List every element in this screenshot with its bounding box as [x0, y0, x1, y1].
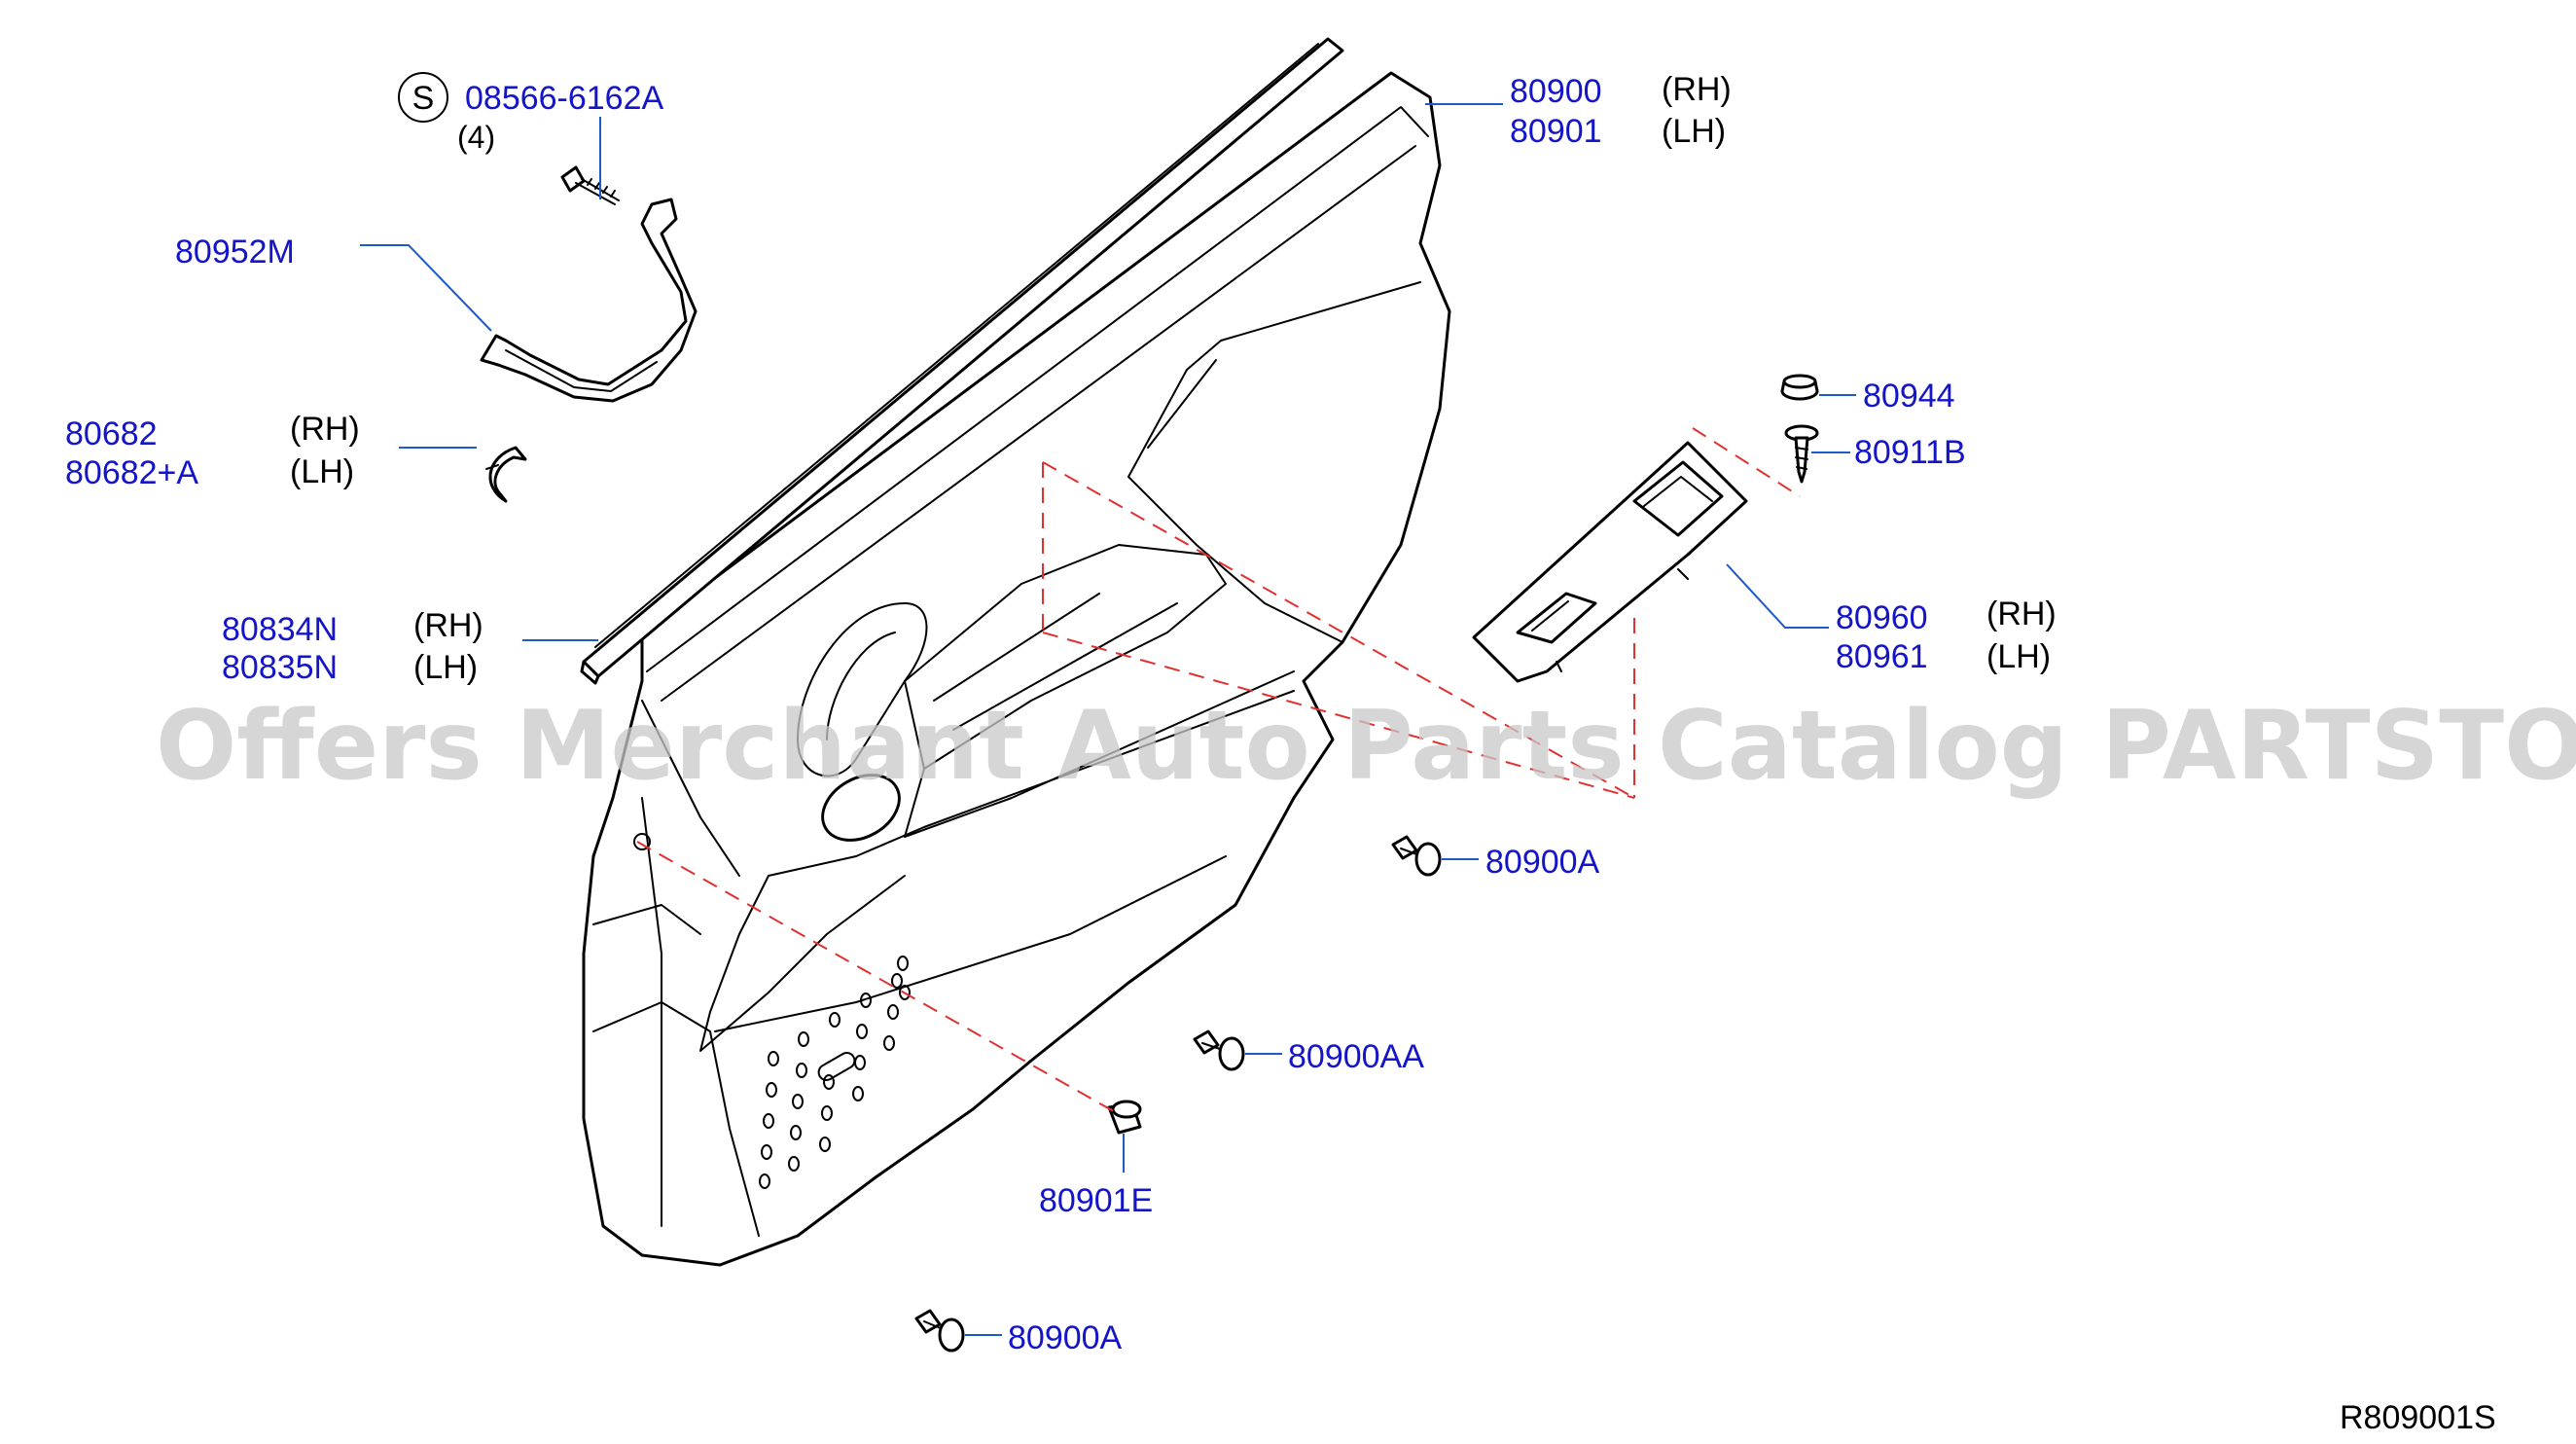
armrest-rh-side: (RH) [1986, 596, 2057, 632]
leader-lines [360, 103, 1856, 1336]
screw-08566[interactable] [560, 165, 620, 205]
pull-handle-bracket[interactable] [480, 198, 698, 403]
clip-80900a-upper[interactable] [1391, 835, 1442, 877]
speaker-grille [759, 956, 911, 1189]
callout-80900aa[interactable]: 80900AA [1288, 1038, 1424, 1075]
callout-80900a-upper[interactable]: 80900A [1485, 844, 1600, 881]
callout-80900[interactable]: 80900 [1510, 73, 1602, 110]
callout-80961[interactable]: 80961 [1836, 638, 1928, 675]
callout-80960[interactable]: 80960 [1836, 599, 1928, 636]
screw-symbol: S [398, 72, 448, 123]
retainer-clip-80682[interactable] [485, 446, 527, 503]
callout-80682-a[interactable]: 80682+A [65, 454, 198, 491]
callout-80901e[interactable]: 80901E [1039, 1182, 1153, 1219]
alignment-guides [636, 427, 1801, 1115]
finisher-lh-side: (LH) [1662, 113, 1726, 150]
callout-08566-6162a[interactable]: 08566-6162A [465, 80, 664, 117]
clip-80900aa[interactable] [1193, 1029, 1245, 1071]
armrest-lh-side: (LH) [1986, 638, 2051, 675]
callout-80835n[interactable]: 80835N [222, 649, 338, 686]
cap-80944[interactable] [1780, 374, 1819, 401]
screw-quantity: (4) [457, 120, 495, 155]
watermark: Offers Merchant Auto Parts Catalog PARTS… [156, 691, 2576, 802]
callout-80952m[interactable]: 80952M [175, 234, 295, 271]
callout-80901[interactable]: 80901 [1510, 113, 1602, 150]
callout-80911b[interactable]: 80911B [1854, 434, 1966, 471]
callout-80900a-lower[interactable]: 80900A [1008, 1319, 1123, 1356]
seal-rh-side: (RH) [413, 607, 483, 644]
clip-rh-side: (RH) [290, 411, 360, 448]
seal-lh-side: (LH) [413, 649, 478, 686]
svg-text:S: S [412, 80, 435, 117]
callout-80834n[interactable]: 80834N [222, 611, 338, 648]
reference-code: R809001S [2340, 1399, 2496, 1436]
door-finisher-panel[interactable] [582, 71, 1451, 1267]
finisher-rh-side: (RH) [1662, 71, 1732, 108]
callout-80682[interactable]: 80682 [65, 415, 158, 452]
clip-80901e[interactable] [1107, 1100, 1142, 1135]
window-seal-strip[interactable] [580, 37, 1344, 685]
callout-80944[interactable]: 80944 [1863, 378, 1955, 415]
clip-80900a-lower[interactable] [914, 1309, 965, 1353]
armrest-switch-bezel[interactable] [1472, 441, 1748, 683]
screw-80911b[interactable] [1784, 424, 1819, 484]
clip-lh-side: (LH) [290, 453, 354, 490]
